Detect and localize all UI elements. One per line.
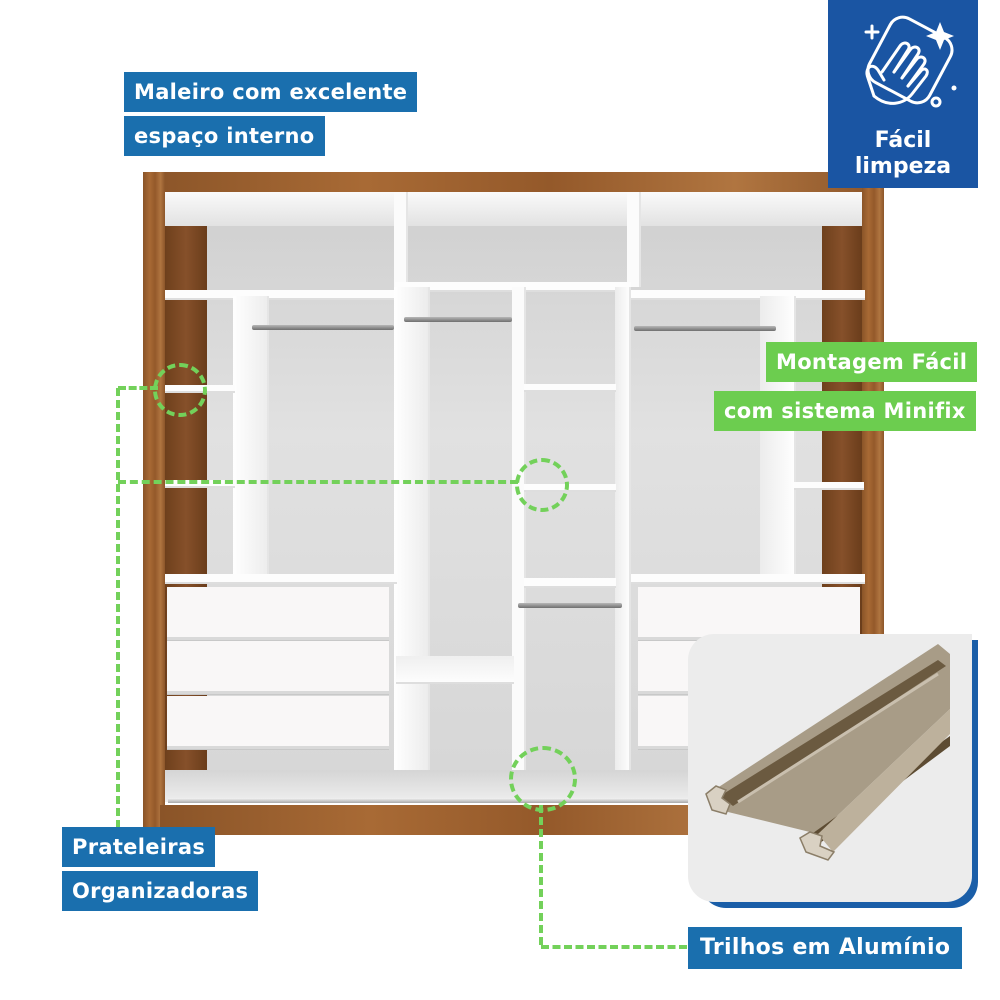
guide-line-rail-horizontal bbox=[541, 945, 687, 949]
easy-cleaning-badge: Fácil limpeza bbox=[828, 0, 978, 188]
drawer-right-1[interactable] bbox=[638, 587, 860, 640]
floor-rail-strip bbox=[168, 798, 858, 803]
label-montagem-line2: com sistema Minifix bbox=[714, 391, 976, 431]
divider-right-narrow bbox=[760, 296, 796, 578]
guide-line-rail-vertical bbox=[539, 805, 543, 945]
drawer-top-shelf-left bbox=[165, 574, 397, 584]
center-col-shelf-1 bbox=[524, 384, 616, 392]
label-trilhos: Trilhos em Alumínio bbox=[688, 927, 963, 969]
right-col-shelf-1 bbox=[794, 482, 864, 490]
center-col-shelf-2 bbox=[524, 484, 616, 492]
hand-wipe-sparkle-icon bbox=[864, 15, 957, 108]
divider-upper-left bbox=[394, 192, 408, 287]
left-col-shelf-2 bbox=[165, 480, 235, 488]
label-maleiro-line2: espaço interno bbox=[124, 116, 325, 156]
center-left-shelf bbox=[396, 656, 514, 684]
hanging-rod-right bbox=[634, 326, 776, 331]
rail-inset-card bbox=[688, 634, 972, 902]
divider-center-right bbox=[615, 287, 631, 772]
label-prateleiras-line2: Organizadoras bbox=[62, 871, 259, 911]
drawer-left-3[interactable] bbox=[167, 696, 389, 749]
badge-label-line1: Fácil bbox=[874, 128, 932, 153]
guide-line-shelf-1 bbox=[118, 386, 158, 390]
label-maleiro-line1: Maleiro com excelente bbox=[124, 72, 418, 112]
divider-center-mid bbox=[512, 287, 526, 772]
aluminum-rail-icon bbox=[705, 644, 950, 861]
highlight-circle-left-shelf bbox=[153, 363, 207, 417]
center-col-shelf-3 bbox=[524, 578, 616, 588]
hanging-rod-left bbox=[252, 325, 394, 330]
drawer-left-1[interactable] bbox=[167, 587, 389, 640]
drawer-top-shelf-right bbox=[631, 574, 865, 584]
badge-label: Fácil limpeza bbox=[828, 128, 978, 180]
top-ceiling bbox=[165, 192, 862, 226]
maleiro-shelf-left bbox=[165, 290, 397, 300]
label-montagem-line1: Montagem Fácil bbox=[766, 342, 978, 382]
maleiro-shelf-right bbox=[631, 290, 865, 300]
divider-upper-right bbox=[627, 192, 641, 287]
guide-line-shelf-2 bbox=[118, 480, 518, 484]
badge-label-line2: limpeza bbox=[854, 154, 952, 179]
wardrobe-frame-top bbox=[143, 172, 883, 192]
highlight-circle-center-shelf bbox=[515, 458, 569, 512]
divider-left-narrow bbox=[233, 296, 269, 578]
highlight-circle-rail bbox=[509, 746, 577, 812]
guide-line-prateleiras-vertical bbox=[116, 388, 120, 828]
label-prateleiras-line1: Prateleiras bbox=[62, 827, 216, 867]
hanging-rod-lower bbox=[518, 603, 622, 608]
divider-center-left bbox=[394, 287, 430, 772]
wardrobe-frame-left bbox=[143, 172, 165, 836]
hanging-rod-center bbox=[404, 317, 512, 322]
drawer-left-2[interactable] bbox=[167, 641, 389, 694]
